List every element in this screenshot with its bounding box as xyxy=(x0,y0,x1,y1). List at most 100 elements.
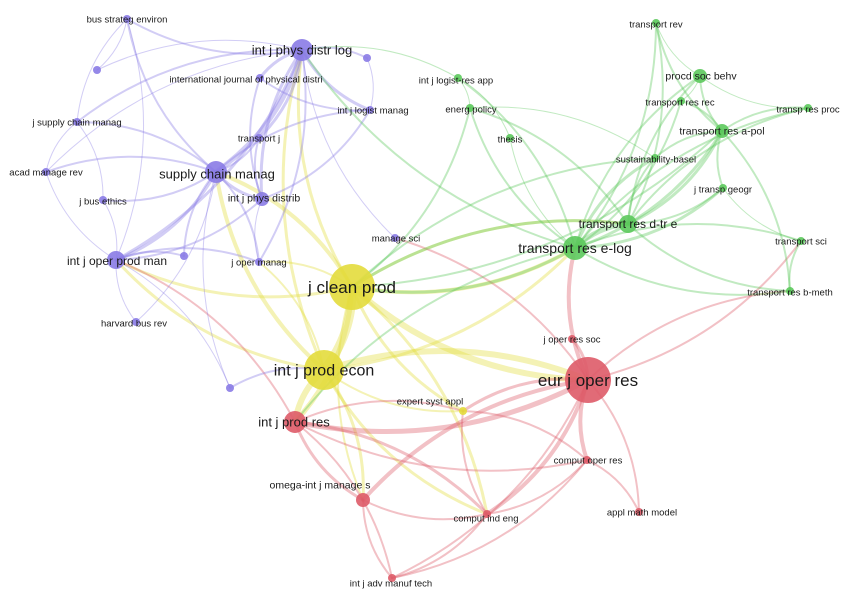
node-int-j-prod-res[interactable] xyxy=(284,411,306,433)
edge-int-j-phys-distr-log--manage-sci xyxy=(301,49,396,239)
label-manage-sci: manage sci xyxy=(372,233,421,244)
edge-transport-res-e-log--int-j-phys-distr-log xyxy=(301,49,576,249)
label-transport-res-e-log: transport res e-log xyxy=(518,240,632,256)
node-int-j-phys-distr-log[interactable] xyxy=(291,39,313,61)
node-procd-soc-behv[interactable] xyxy=(693,69,707,83)
label-bus-strateg-environ: bus strateg environ xyxy=(87,14,168,25)
edge-transport-res-d-tr-e--j-transp-geogr xyxy=(627,187,724,225)
edge-j-clean-prod--eur-j-oper-res xyxy=(349,284,591,383)
edge-comput-ind-eng--comput-oper-res xyxy=(486,459,588,515)
node-j-supply-chain-manag[interactable] xyxy=(73,118,81,126)
node-j-oper-manag[interactable] xyxy=(255,258,263,266)
node-manage-sci[interactable] xyxy=(391,234,399,242)
node-eur-j-oper-res[interactable] xyxy=(565,357,611,403)
node-j-transp-geogr[interactable] xyxy=(719,184,727,192)
node-node-p4[interactable] xyxy=(226,384,234,392)
edge-supply-chain-manag--bus-strateg-environ xyxy=(126,18,217,173)
node-energ-policy[interactable] xyxy=(466,104,474,112)
node-thesis[interactable] xyxy=(506,134,514,142)
edge-int-j-phys-distr-log--j-oper-manag xyxy=(258,49,307,263)
edge-sustainability-basel--j-clean-prod xyxy=(351,157,656,288)
edge-int-j-phys-distr-log--acad-manage-rev xyxy=(45,49,303,173)
label-j-oper-res-soc: j oper res soc xyxy=(542,334,600,345)
edge-transport-res-d-tr-e--transport-rev xyxy=(627,22,664,225)
label-acad-manage-rev: acad manage rev xyxy=(9,167,83,178)
node-j-clean-prod[interactable] xyxy=(329,264,375,310)
node-transport-res-e-log[interactable] xyxy=(563,236,587,260)
label-eur-j-oper-res: eur j oper res xyxy=(538,371,638,390)
node-supply-chain-manag[interactable] xyxy=(205,161,227,183)
node-j-oper-res-soc[interactable] xyxy=(568,335,576,343)
edge-transport-res-e-log--j-clean-prod xyxy=(350,246,577,294)
node-int-j-phys-distrib[interactable] xyxy=(255,192,269,206)
node-int-j-logist-manag[interactable] xyxy=(366,106,374,114)
node-int-j-prod-econ[interactable] xyxy=(304,350,344,390)
edge-eur-j-oper-res--comput-ind-eng xyxy=(485,378,590,516)
label-harvard-bus-rev: harvard bus rev xyxy=(101,318,167,329)
node-acad-manage-rev[interactable] xyxy=(42,168,50,176)
edge-int-j-prod-res--comput-ind-eng xyxy=(293,420,489,516)
node-transport-rev[interactable] xyxy=(652,19,660,27)
edge-transport-res-e-log--int-j-logist-res-app xyxy=(457,77,576,249)
edge-transport-res-e-log--transport-res-b-meth xyxy=(574,247,791,296)
node-transport-res-d-tr-e[interactable] xyxy=(619,215,637,233)
edge-node-p4--supply-chain-manag xyxy=(202,171,231,389)
node-transport-res-b-meth[interactable] xyxy=(786,287,794,295)
node-node-p3[interactable] xyxy=(180,252,188,260)
edge-transport-res-d-tr-e--transp-res-proc xyxy=(627,107,809,225)
edge-supply-chain-manag--j-oper-manag xyxy=(215,171,260,263)
node-node-p2[interactable] xyxy=(363,54,371,62)
label-int-j-oper-prod-man: int j oper prod man xyxy=(67,254,167,268)
edge-j-clean-prod--transport-res-d-tr-e xyxy=(350,219,630,289)
edge-bus-strateg-environ--j-supply-chain-manag xyxy=(76,18,128,123)
edge-supply-chain-manag--node-p3 xyxy=(183,171,217,257)
node-expert-syst-appl[interactable] xyxy=(459,407,467,415)
node-appl-math-model[interactable] xyxy=(635,508,643,516)
label-int-j-phys-distrib: int j phys distrib xyxy=(228,193,301,205)
node-sustainability-basel[interactable] xyxy=(651,154,659,162)
edge-int-j-phys-distrib--int-j-logist-manag xyxy=(261,109,371,200)
edge-int-j-oper-prod-man--bus-strateg-environ xyxy=(115,18,145,261)
label-transport-j: transport j xyxy=(238,133,280,144)
edge-transport-res-e-log--j-transp-geogr xyxy=(573,186,725,250)
node-comput-oper-res[interactable] xyxy=(583,456,591,464)
node-international-journal-of-physical-distri[interactable] xyxy=(256,74,264,82)
node-harvard-bus-rev[interactable] xyxy=(132,318,140,326)
edge-int-j-prod-res--comput-oper-res xyxy=(294,421,588,472)
label-j-clean-prod: j clean prod xyxy=(307,278,396,297)
node-transport-res-rec[interactable] xyxy=(677,97,685,105)
node-transp-res-proc[interactable] xyxy=(804,104,812,112)
edge-eur-j-oper-res--omega-int-j-manage-s xyxy=(361,378,590,502)
edge-int-j-prod-econ--eur-j-oper-res xyxy=(321,348,591,383)
edge-energ-policy--sustainability-basel xyxy=(469,106,656,159)
label-omega-int-j-manage-s: omega-int j manage s xyxy=(270,480,371,492)
edge-transport-res-e-log--transport-sci xyxy=(574,223,802,249)
edge-int-j-phys-distr-log--j-supply-chain-manag xyxy=(76,48,303,123)
node-transport-res-a-pol[interactable] xyxy=(715,124,729,138)
edge-transport-res-a-pol--transport-rev xyxy=(655,22,723,132)
label-sustainability-basel: sustainability-basel xyxy=(616,154,696,165)
node-transport-j[interactable] xyxy=(255,134,263,142)
edge-int-j-prod-res--expert-syst-appl xyxy=(294,399,464,423)
node-int-j-adv-manuf-tech[interactable] xyxy=(388,574,396,582)
node-j-bus-ethics[interactable] xyxy=(99,196,107,204)
node-int-j-oper-prod-man[interactable] xyxy=(107,251,125,269)
edge-int-j-oper-prod-man--acad-manage-rev xyxy=(45,171,117,261)
edge-int-j-oper-prod-man--j-oper-manag xyxy=(115,247,260,263)
label-j-bus-ethics: j bus ethics xyxy=(78,196,127,207)
label-j-transp-geogr: j transp geogr xyxy=(693,184,752,195)
node-transport-sci[interactable] xyxy=(797,237,805,245)
node-bus-strateg-environ[interactable] xyxy=(123,15,131,23)
node-omega-int-j-manage-s[interactable] xyxy=(356,493,370,507)
edge-supply-chain-manag--int-j-logist-manag xyxy=(215,109,371,173)
edge-expert-syst-appl--comput-ind-eng xyxy=(460,410,488,515)
edge-int-j-prod-res--omega-int-j-manage-s xyxy=(293,420,365,502)
edge-j-supply-chain-manag--j-bus-ethics xyxy=(76,121,104,201)
network-edges xyxy=(45,18,809,579)
node-comput-ind-eng[interactable] xyxy=(483,510,491,518)
node-node-p1[interactable] xyxy=(93,66,101,74)
node-int-j-logist-res-app[interactable] xyxy=(454,74,462,82)
edge-transport-res-e-log--procd-soc-behv xyxy=(574,75,701,249)
